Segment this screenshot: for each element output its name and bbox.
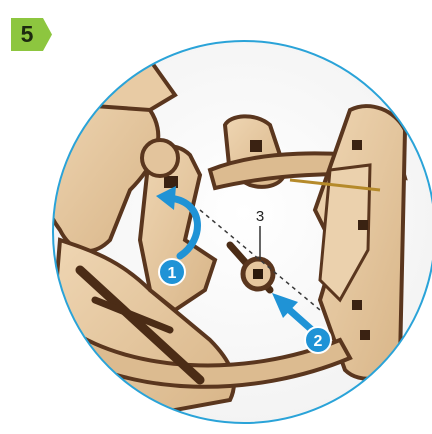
right-frame-hole-4 bbox=[360, 330, 370, 340]
top-plate-square-hole bbox=[250, 140, 262, 152]
upper-left-arm bbox=[60, 60, 175, 110]
callout-2-number: 2 bbox=[314, 333, 323, 350]
step-number: 5 bbox=[11, 18, 43, 51]
hinge-washer bbox=[142, 140, 178, 176]
right-frame-hole-2 bbox=[358, 220, 368, 230]
right-frame-hole-3 bbox=[352, 300, 362, 310]
part-3-label: 3 bbox=[256, 208, 264, 225]
right-frame-hole-1 bbox=[352, 140, 362, 150]
callout-1-number: 1 bbox=[168, 265, 177, 282]
part-3-square-hole bbox=[253, 269, 263, 279]
